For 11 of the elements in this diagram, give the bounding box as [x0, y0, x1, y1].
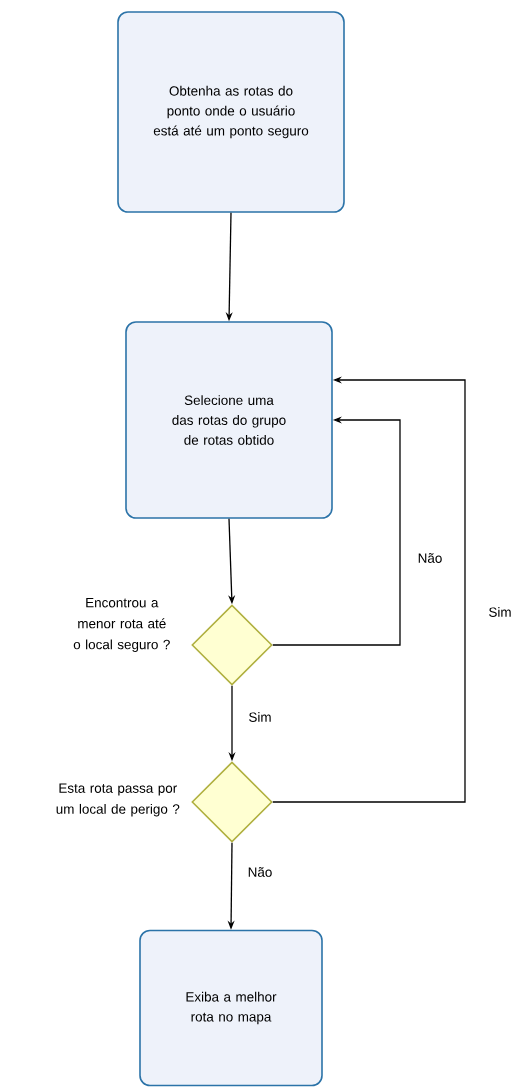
decision-diamond	[191, 604, 273, 686]
decision-diamond	[191, 761, 273, 843]
process-box: Selecione uma das rotas do grupo de rotas obtido	[125, 321, 333, 519]
edge-label: Sim	[486, 605, 514, 619]
edge-label: Sim	[246, 710, 274, 724]
process-box: Exiba a melhor rota no mapa	[139, 929, 323, 1087]
decision-label: Encontrou a menor rota até o local seguro ?	[73, 598, 170, 652]
decision-label: Esta rota passa por um local de perigo ?	[56, 783, 180, 817]
process-box: Obtenha as rotas do ponto onde o usuário está até um ponto seguro	[117, 11, 345, 213]
edge-label: Não	[245, 865, 275, 879]
edge-label: Não	[415, 551, 445, 565]
